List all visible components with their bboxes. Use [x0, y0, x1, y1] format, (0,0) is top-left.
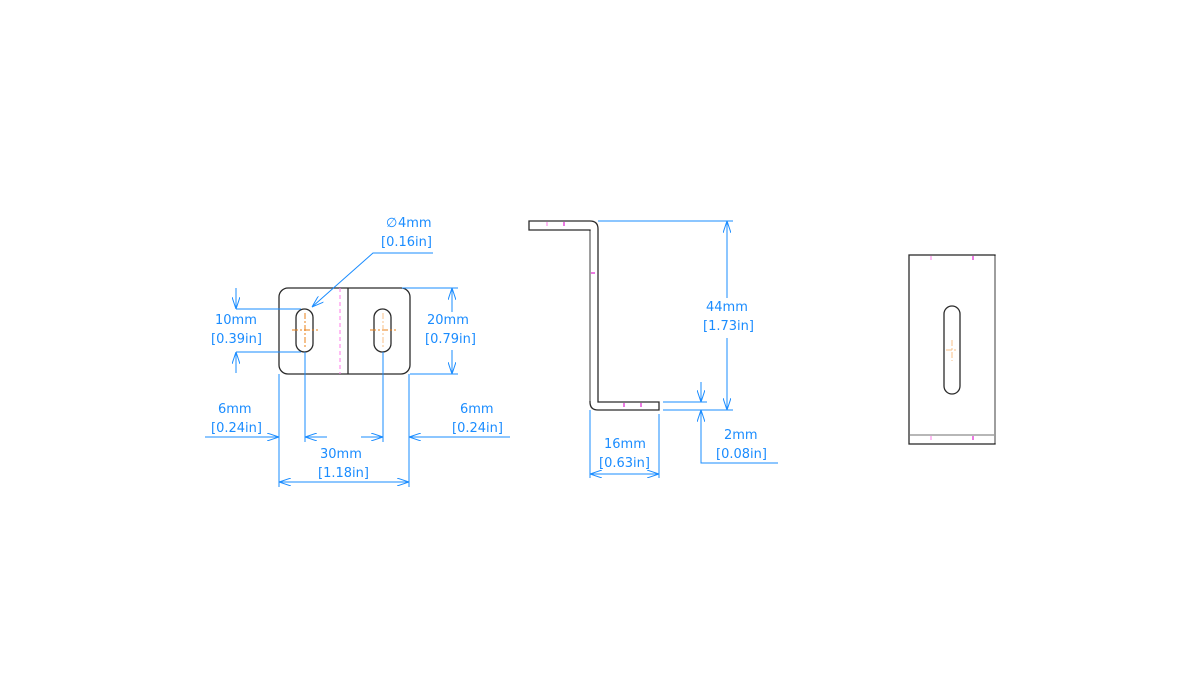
hole-diameter-secondary: [0.16in] [381, 235, 432, 250]
plate-width-dimension: 30mm [1.18in] [279, 447, 409, 482]
diameter-symbol: ∅ [386, 216, 397, 231]
plate-width-secondary: [1.18in] [318, 466, 369, 481]
front-view: ∅ 4mm [0.16in] 10mm [0.39in] 20mm [0.79i… [205, 216, 510, 487]
slot-length-primary: 10mm [215, 313, 257, 328]
flange-length-primary: 16mm [604, 437, 646, 452]
left-offset-dimension: 6mm [0.24in] [205, 402, 327, 437]
slot-length-dimension: 10mm [0.39in] [211, 288, 301, 373]
thickness-secondary: [0.08in] [716, 447, 767, 462]
right-offset-dimension: 6mm [0.24in] [361, 402, 510, 437]
left-offset-primary: 6mm [218, 402, 252, 417]
plate-height-dimension: 20mm [0.79in] [402, 287, 476, 375]
right-offset-secondary: [0.24in] [452, 421, 503, 436]
end-view [908, 254, 996, 445]
hole-diameter-dimension: ∅ 4mm [0.16in] [312, 216, 433, 307]
plate-height-primary: 20mm [427, 313, 469, 328]
plate-height-secondary: [0.79in] [425, 332, 476, 347]
right-offset-primary: 6mm [460, 402, 494, 417]
end-slot [943, 305, 961, 395]
plate-width-primary: 30mm [320, 447, 362, 462]
plate-outline [278, 287, 411, 375]
bracket-profile [528, 220, 660, 411]
flange-length-secondary: [0.63in] [599, 456, 650, 471]
slot-length-secondary: [0.39in] [211, 332, 262, 347]
thickness-dimension: 2mm [0.08in] [663, 382, 778, 464]
hole-diameter-primary: 4mm [398, 216, 432, 231]
left-offset-secondary: [0.24in] [211, 421, 262, 436]
flange-length-dimension: 16mm [0.63in] [589, 410, 660, 478]
overall-height-dimension: 44mm [1.73in] [598, 220, 754, 411]
overall-height-secondary: [1.73in] [703, 319, 754, 334]
overall-height-primary: 44mm [706, 300, 748, 315]
thickness-primary: 2mm [724, 428, 758, 443]
side-view: 44mm [1.73in] 2mm [0.08in] 16mm [0.63in] [528, 220, 778, 478]
